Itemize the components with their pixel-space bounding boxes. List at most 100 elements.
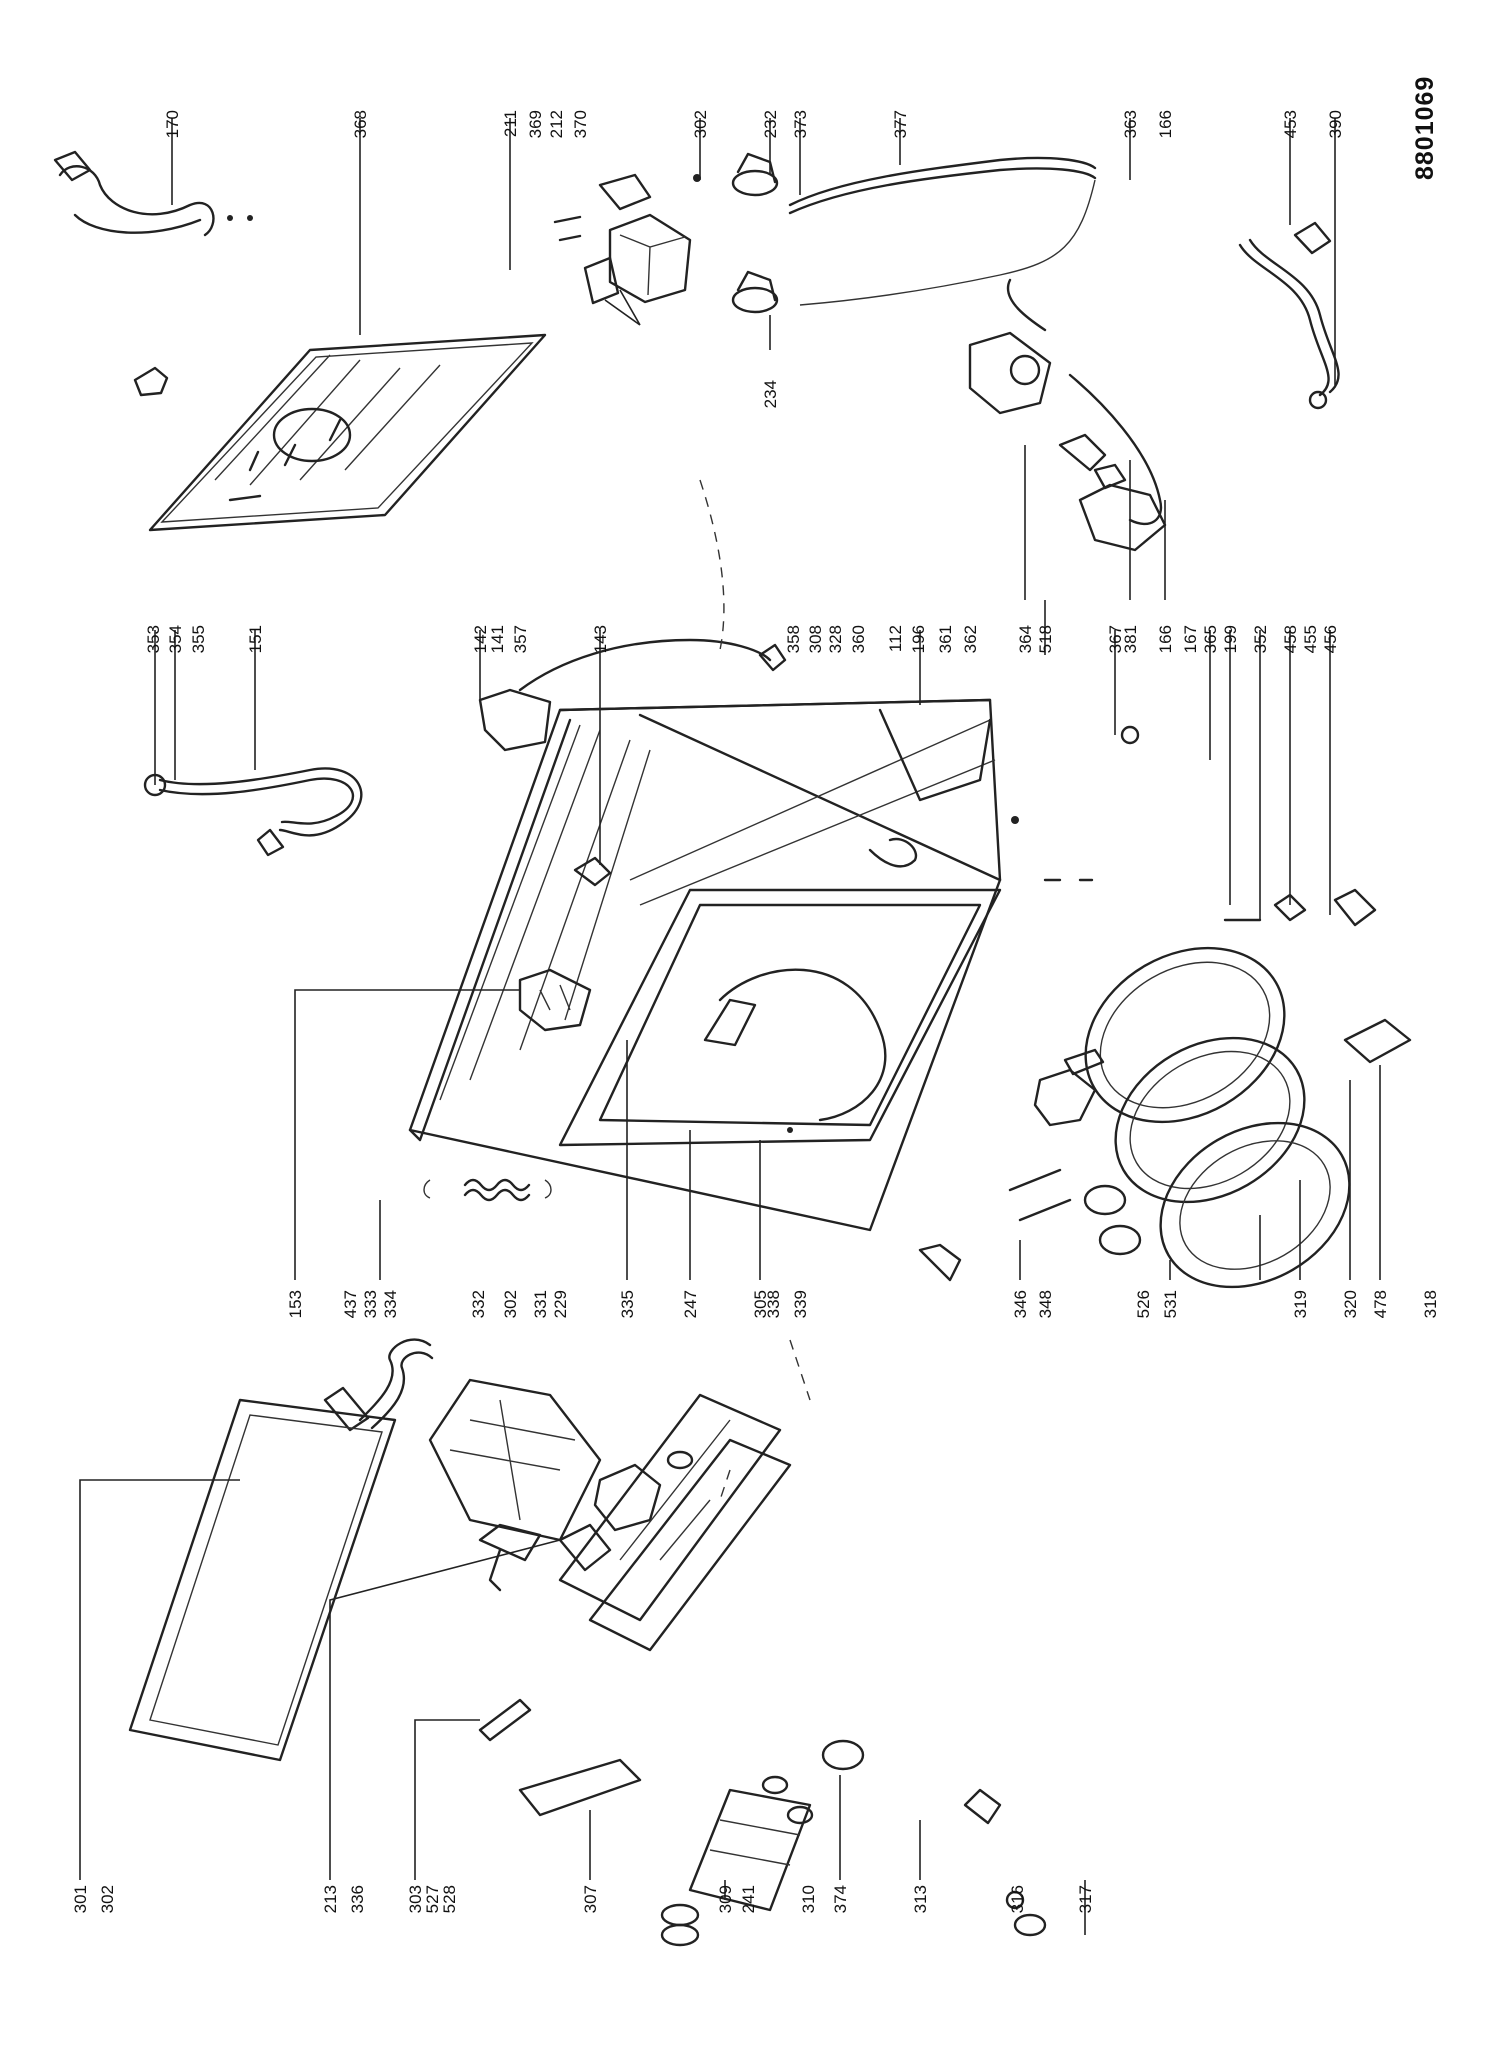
part-367-foot (1011, 725, 1140, 882)
part-label: 211 (501, 110, 520, 137)
part-label: 369 (526, 110, 545, 138)
part-153-lock (518, 968, 592, 1032)
part-305-front-panel (558, 888, 1002, 1147)
part-302-screw (693, 174, 701, 182)
part-316-knob (1005, 1890, 1047, 1937)
part-526-ring (1083, 1184, 1142, 1256)
part-label: 305 (751, 1290, 770, 1318)
part-label: 353 (144, 625, 163, 653)
part-label: 143 (591, 625, 610, 653)
part-label: 142 (471, 625, 490, 653)
part-label: 229 (551, 1290, 570, 1318)
leader-lines (79, 118, 1381, 1935)
part-232-switch (731, 152, 1097, 215)
part-label: 333 (361, 1290, 380, 1318)
part-label: 320 (1341, 1290, 1360, 1318)
part-527-bracket (478, 1698, 642, 1817)
part-label: 112 (886, 625, 905, 652)
part-label: 362 (961, 625, 980, 653)
part-151-inlet-hose (143, 767, 363, 857)
part-label: 151 (246, 625, 265, 653)
part-355-clip (133, 366, 169, 397)
part-label: 213 (321, 1885, 340, 1913)
part-label: 368 (351, 110, 370, 138)
part-label: 352 (1251, 625, 1270, 653)
part-label: 153 (286, 1290, 305, 1318)
part-label: 331 (531, 1290, 550, 1318)
part-label: 328 (826, 625, 845, 653)
part-label: 355 (189, 625, 208, 653)
part-label: 360 (849, 625, 868, 653)
part-label: 528 (440, 1885, 459, 1913)
part-label: 348 (1036, 1290, 1055, 1318)
part-142-valve (478, 638, 787, 752)
part-label: 357 (511, 625, 530, 653)
part-label: 455 (1301, 625, 1320, 653)
part-label: 346 (1011, 1290, 1030, 1318)
part-478-door-frame (1114, 1036, 1306, 1204)
part-318-cover (1343, 1018, 1412, 1064)
part-346-hinge (918, 1068, 1097, 1282)
part-label: 332 (469, 1290, 488, 1318)
part-label: 318 (1421, 1290, 1440, 1318)
part-label: 301 (71, 1885, 90, 1913)
part-label: 167 (1181, 625, 1200, 653)
part-label: 307 (581, 1885, 600, 1913)
part-label: 303 (406, 1885, 425, 1913)
part-309-cap (660, 1903, 700, 1947)
part-label: 302 (501, 1290, 520, 1318)
part-319-door-glass (1159, 1121, 1351, 1289)
part-label: 232 (761, 110, 780, 138)
part-229-unit (593, 1463, 662, 1532)
part-213-switch (488, 1523, 612, 1592)
part-390-drain-hose (1238, 221, 1340, 410)
part-label: 335 (618, 1290, 637, 1318)
part-label: 302 (691, 110, 710, 138)
part-label: 531 (1161, 1290, 1180, 1318)
part-label: 377 (891, 110, 910, 138)
part-label: 308 (806, 625, 825, 653)
part-label: 212 (547, 110, 566, 138)
part-cabinet-frame (408, 698, 1002, 1232)
part-143-switch (573, 856, 612, 887)
part-label: 141 (488, 625, 507, 653)
part-label: 478 (1371, 1290, 1390, 1318)
part-374-knob (821, 1739, 865, 1771)
part-label: 338 (764, 1290, 783, 1318)
part-label: 458 (1281, 625, 1300, 653)
part-241-drawer (688, 1788, 812, 1912)
part-label: 234 (761, 380, 780, 408)
part-label: 334 (381, 1290, 400, 1318)
part-label: 456 (1321, 625, 1340, 653)
part-334-hose (323, 1338, 434, 1432)
part-label: 310 (799, 1885, 818, 1913)
part-531-handle (1063, 1048, 1105, 1076)
part-170-hose (53, 150, 253, 237)
part-label: 518 (1036, 625, 1055, 653)
part-label: 365 (1201, 625, 1220, 653)
part-label: 381 (1121, 625, 1140, 653)
part-label: 354 (166, 625, 185, 653)
part-label: 390 (1326, 110, 1345, 138)
part-label: 437 (341, 1290, 360, 1318)
part-label: 302 (98, 1885, 117, 1913)
part-301-top-cover (128, 1398, 397, 1762)
part-label: 319 (1291, 1290, 1310, 1318)
part-label: 374 (831, 1885, 850, 1913)
part-label: 241 (739, 1885, 758, 1913)
document-number: 8801069 (1411, 76, 1439, 180)
part-label: 336 (348, 1885, 367, 1913)
part-label: 363 (1121, 110, 1140, 138)
part-310-knob (761, 1775, 814, 1825)
part-368-panel (148, 333, 547, 532)
part-label: 196 (909, 625, 928, 653)
part-label: 317 (1076, 1885, 1095, 1913)
part-label: 527 (423, 1885, 442, 1913)
part-381-valve (1058, 433, 1167, 552)
part-label: 247 (681, 1290, 700, 1318)
part-211-motor (553, 173, 692, 326)
part-363-pump (968, 278, 1163, 526)
part-label: 358 (784, 625, 803, 653)
